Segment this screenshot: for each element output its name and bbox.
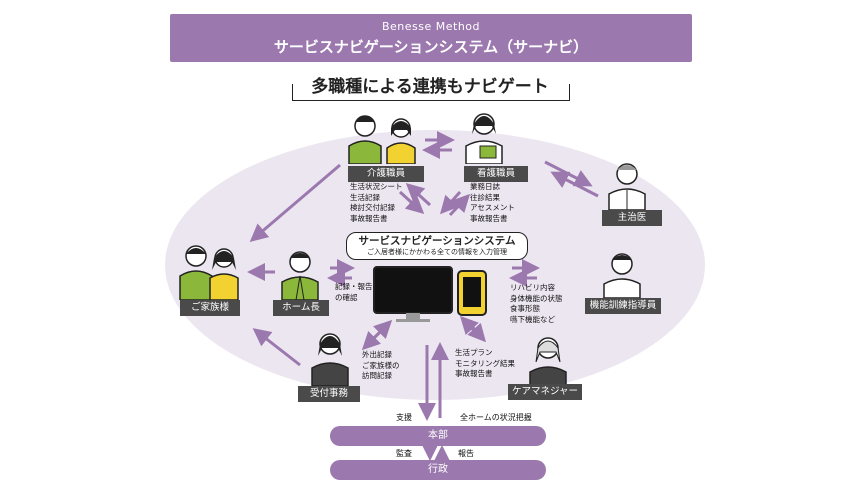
arrow-care-to-family	[249, 163, 341, 242]
role-nurse: 看護職員	[464, 166, 528, 182]
home-manager-illustration	[281, 251, 319, 300]
role-home-manager: ホーム長	[273, 300, 329, 316]
arrow-system-to-caremanager	[466, 321, 486, 343]
care-manager-illustration	[529, 337, 567, 386]
arrow-doctor-to-nurse	[550, 171, 599, 198]
role-care-manager: ケアマネジャー	[508, 384, 582, 400]
nurse-illustration	[465, 113, 503, 164]
system-label-box: サービスナビゲーションシステム ご入居者様にかかわる全ての情報を入力管理	[346, 232, 528, 260]
role-therapist: 機能訓練指導員	[585, 298, 661, 314]
headquarters-bar: 本部	[330, 426, 546, 446]
role-reception: 受付事務	[298, 386, 360, 402]
note-therapist: リハビリ内容 身体機能の状態 食事形態 嚥下機能など	[510, 283, 563, 324]
arrow-system-to-reception	[361, 328, 384, 351]
role-care-staff: 介護職員	[348, 166, 424, 182]
arrow-system-to-nurse	[448, 193, 471, 217]
monitor-and-tablet-icon	[373, 266, 487, 322]
label-audit: 監査	[396, 449, 412, 458]
heading-bracket	[292, 84, 570, 101]
label-support: 支援	[396, 413, 412, 422]
role-family: ご家族様	[180, 300, 240, 316]
therapist-illustration	[603, 253, 641, 298]
system-description: ご入居者様にかかわる全ての情報を入力管理	[367, 248, 507, 256]
note-care-manager: 生活プラン モニタリング結果 事故報告書	[455, 348, 515, 378]
arrow-system-to-care	[405, 182, 432, 207]
family-illustration	[179, 245, 239, 300]
note-reception: 外出記録 ご家族様の 訪問記録	[362, 350, 400, 380]
arrow-care-to-system	[398, 190, 425, 215]
header-title: サービスナビゲーションシステム（サーナビ）	[273, 38, 589, 56]
note-nurse: 業務日誌 往診結果 アセスメント 事故報告書	[470, 182, 515, 223]
reception-illustration	[311, 333, 349, 386]
government-bar: 行政	[330, 460, 546, 480]
monitor-icon	[373, 266, 453, 314]
role-doctor: 主治医	[602, 210, 662, 226]
note-home-manager: 記録・報告書 の確認	[335, 282, 380, 302]
diagram-heading: 多職種による連携もナビゲート	[311, 77, 549, 97]
care-staff-illustration	[348, 115, 416, 164]
label-grasp: 全ホームの状況把握	[460, 413, 532, 422]
arrow-reception-to-family	[252, 328, 301, 367]
label-report: 報告	[458, 449, 474, 458]
note-care-staff: 生活状況シート 生活記録 検討交付記録 事故報告書	[350, 182, 403, 223]
doctor-illustration	[608, 163, 646, 210]
header-banner: Benesse Method サービスナビゲーションシステム（サーナビ）	[170, 14, 692, 62]
system-title: サービスナビゲーションシステム	[358, 235, 516, 247]
header-subtitle: Benesse Method	[381, 20, 481, 33]
